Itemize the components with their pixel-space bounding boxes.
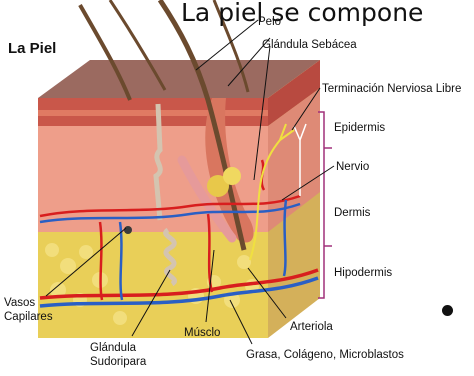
label-glandula-sebacea: Glándula Sebácea bbox=[262, 39, 357, 51]
label-sudoripara: Sudoripara bbox=[90, 356, 147, 368]
label-dermis: Dermis bbox=[334, 207, 371, 219]
capillary-marker bbox=[124, 226, 132, 234]
label-arteriola: Arteriola bbox=[290, 321, 333, 333]
label-hipodermis: Hipodermis bbox=[334, 267, 392, 279]
layer-bracket bbox=[318, 112, 332, 298]
slide-title: La piel se compone bbox=[181, 0, 423, 27]
label-terminacion-nerviosa: Terminación Nerviosa Libre bbox=[322, 83, 461, 95]
label-nervio: Nervio bbox=[336, 161, 369, 173]
epidermis-band bbox=[38, 110, 268, 116]
label-vasos: Vasos bbox=[4, 297, 35, 309]
label-grasa: Grasa, Colágeno, Microblastos bbox=[246, 349, 404, 361]
label-glandula: Glándula bbox=[90, 342, 137, 354]
label-epidermis: Epidermis bbox=[334, 122, 385, 134]
label-capilares: Capilares bbox=[4, 311, 53, 323]
label-musculo: Músclo bbox=[184, 327, 220, 339]
